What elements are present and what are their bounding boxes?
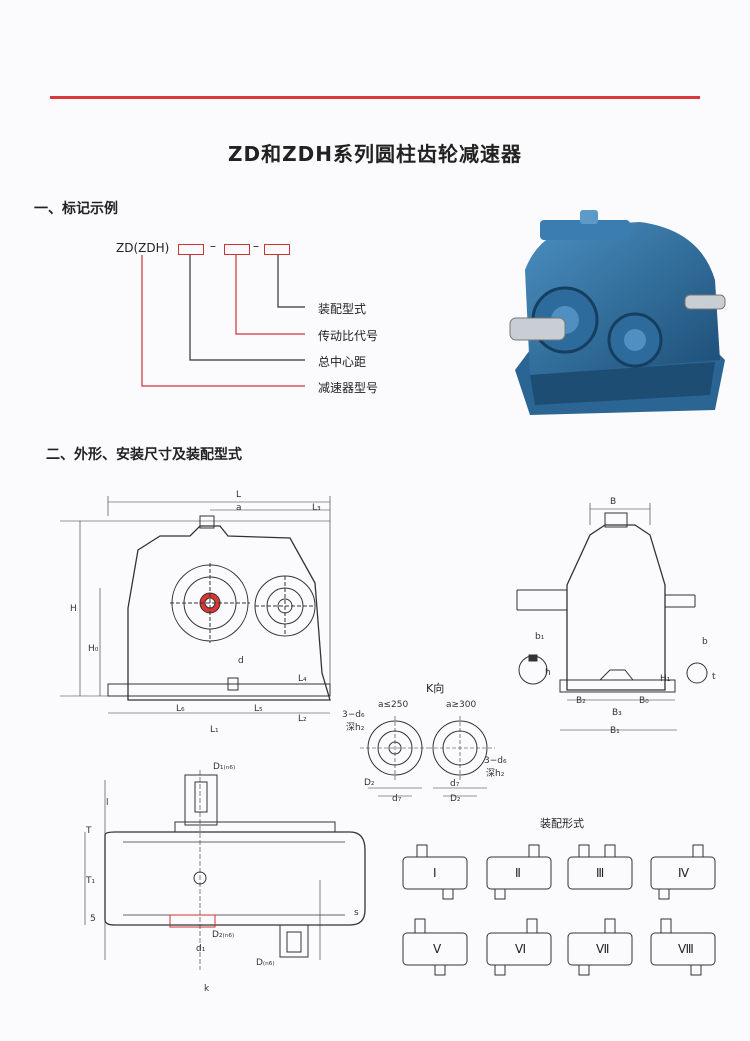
- dim-5: 5: [90, 914, 96, 924]
- assembly-form-8: Ⅷ: [678, 942, 694, 956]
- dim-d1: d₁: [196, 944, 206, 954]
- dim-T: T: [86, 826, 92, 836]
- dim-hole-right: 3−d₆: [484, 756, 507, 766]
- marking-box-assembly: [264, 244, 290, 255]
- dim-H: H: [70, 604, 77, 614]
- marking-label-ratio-code: 传动比代号: [318, 329, 379, 343]
- dim-D1: D₁₍ₙ₆₎: [213, 762, 236, 772]
- marking-label-assembly-form: 装配型式: [318, 302, 367, 316]
- dim-L: L: [236, 490, 242, 500]
- dim-Dn6: D₍ₙ₆₎: [256, 958, 275, 968]
- dim-B0: B₀: [639, 696, 649, 706]
- dim-hole-left: 3−d₆: [342, 710, 365, 720]
- section-heading-marking: 一、标记示例: [34, 201, 118, 217]
- assembly-form-5: Ⅴ: [433, 942, 442, 956]
- marking-leader-lines: [141, 255, 305, 387]
- dim-D2n6: D₂₍ₙ₆₎: [212, 930, 235, 940]
- dim-depth-right: 深h₂: [486, 769, 505, 779]
- dim-H1: H₁: [660, 674, 671, 684]
- dim-a-ge-300: a≥300: [446, 700, 477, 710]
- front-view-drawing: [60, 496, 331, 714]
- dim-B3: B₃: [612, 708, 622, 718]
- marking-box-ratio: [224, 244, 250, 255]
- gear-reducer-photo: [509, 210, 726, 415]
- dim-D2-right: D₂: [450, 794, 461, 804]
- dim-B2: B₂: [576, 696, 586, 706]
- assembly-form-2: Ⅱ: [515, 866, 521, 880]
- dim-L6: L₆: [176, 704, 185, 714]
- assembly-form-1: Ⅰ: [433, 866, 437, 880]
- header-rule: [50, 96, 700, 99]
- dim-L3: L₃: [312, 503, 321, 513]
- marking-label-center-distance: 总中心距: [318, 355, 367, 369]
- marking-code: ZD(ZDH): [116, 241, 170, 255]
- assembly-form-4: Ⅳ: [678, 866, 690, 880]
- dim-L5: L₅: [254, 704, 263, 714]
- marking-label-reducer-model: 减速器型号: [318, 381, 379, 395]
- section-heading-dimensions: 二、外形、安装尺寸及装配型式: [46, 447, 242, 463]
- dim-s: s: [354, 908, 359, 918]
- dim-a: a: [236, 503, 242, 513]
- assembly-form-6: Ⅵ: [515, 942, 527, 956]
- dim-a-le-250: a≤250: [378, 700, 409, 710]
- dim-D2-left: D₂: [364, 778, 375, 788]
- dim-d: d: [238, 656, 244, 666]
- marking-dash: –: [253, 239, 259, 253]
- dim-b1: b₁: [535, 632, 545, 642]
- k-view-label: K向: [426, 682, 445, 695]
- assembly-form-7: Ⅶ: [596, 942, 610, 956]
- dim-L1: L₁: [210, 725, 219, 735]
- dim-L2: L₂: [298, 714, 307, 724]
- dim-H0: H₀: [88, 644, 99, 654]
- dim-b: b: [702, 637, 708, 647]
- assembly-form-3: Ⅲ: [596, 866, 605, 880]
- dim-T1: T₁: [86, 876, 96, 886]
- dim-t: t: [712, 672, 716, 682]
- dim-depth-left: 深h₂: [346, 723, 365, 733]
- dim-k: k: [204, 984, 210, 994]
- dim-B1: B₁: [610, 726, 620, 736]
- assembly-forms-grid: [402, 844, 716, 976]
- dim-B: B: [610, 497, 617, 507]
- top-view-drawing: [84, 770, 366, 970]
- assembly-forms-title: 装配形式: [540, 817, 584, 830]
- marking-box-center-distance: [178, 244, 204, 255]
- dim-h: h: [545, 668, 551, 678]
- side-view-drawing: [516, 503, 708, 731]
- dim-d7-right: d₇: [450, 779, 460, 789]
- marking-dash: –: [210, 239, 216, 253]
- dim-d7-left: d₇: [392, 794, 402, 804]
- dim-L4: L₄: [298, 674, 307, 684]
- page-title: ZD和ZDH系列圆柱齿轮减速器: [228, 142, 522, 166]
- dim-l: l: [106, 798, 109, 808]
- k-view-drawing: [360, 716, 495, 797]
